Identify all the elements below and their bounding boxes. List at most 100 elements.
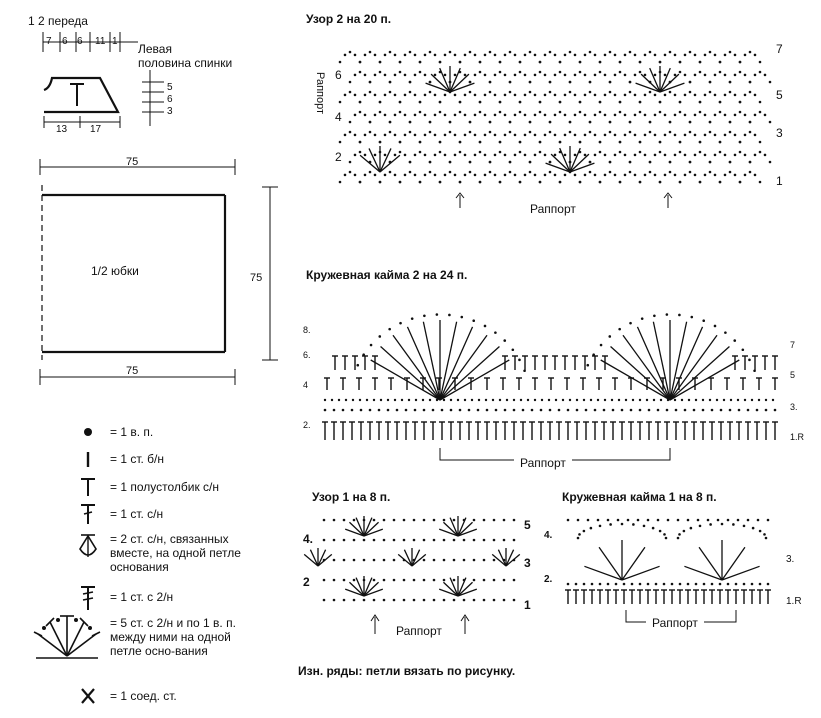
chain-stitch [648, 130, 652, 134]
chain-stitch [771, 398, 775, 402]
chain-stitch [513, 153, 517, 157]
p1-row-3: 3 [524, 556, 531, 570]
chain-stitch [382, 518, 386, 522]
chain-stitch [363, 173, 367, 177]
chain-stitch [573, 73, 577, 77]
chain-stitch [343, 53, 347, 57]
chain-stitch [603, 53, 607, 57]
l1-row-4: 4. [544, 530, 553, 541]
chain-stitch [342, 578, 346, 582]
chain-stitch [342, 598, 346, 602]
chain-stitch [492, 598, 496, 602]
chain-stitch [488, 120, 492, 124]
shell-fan [430, 73, 451, 93]
chain-stitch [478, 180, 482, 184]
shell-fan [303, 553, 319, 567]
chain-stitch [342, 558, 346, 562]
chain-stitch [513, 113, 517, 117]
chain-stitch [343, 93, 347, 97]
chain-stitch [408, 120, 412, 124]
chain-stitch [388, 170, 392, 174]
chain-stitch [523, 113, 527, 117]
chain-stitch [395, 408, 399, 412]
shell-fan [457, 581, 473, 597]
chain-stitch [698, 110, 702, 114]
chain-stitch [458, 140, 462, 144]
shell-fan [457, 521, 473, 537]
chain-stitch [473, 93, 477, 97]
shell-fan [550, 153, 571, 173]
chain-stitch [633, 173, 637, 177]
chain-stitch [720, 522, 724, 526]
chain-stitch [733, 133, 737, 137]
chain-stitch [458, 408, 462, 412]
chain-stitch [442, 598, 446, 602]
chain-stitch [383, 133, 387, 137]
chain-stitch [616, 518, 620, 522]
chain-stitch [743, 93, 747, 97]
chain-stitch [418, 140, 422, 144]
chain-stitch [449, 398, 453, 402]
chain-stitch [678, 110, 682, 114]
chain-stitch [633, 53, 637, 57]
chain-stitch [473, 53, 477, 57]
bodice-shape [43, 70, 164, 128]
front-label: 1 2 переда [28, 14, 88, 28]
chain-stitch [418, 150, 422, 154]
chain-stitch [682, 529, 686, 533]
chain-stitch [602, 408, 606, 412]
shell-fan [363, 528, 384, 537]
p2-row-7: 7 [776, 42, 783, 56]
chain-stitch [742, 524, 746, 528]
chain-stitch [598, 110, 602, 114]
chain-stitch [388, 120, 392, 124]
chain-stitch [631, 398, 635, 402]
chain-stitch [458, 100, 462, 104]
chain-stitch [392, 518, 396, 522]
chain-stitch [408, 50, 412, 54]
chain-stitch [533, 73, 537, 77]
chain-stitch [698, 180, 702, 184]
shell-fan [439, 67, 451, 93]
chain-stitch [673, 53, 677, 57]
chain-stitch [709, 523, 712, 526]
shell-fan [449, 82, 475, 93]
skirt-shape [39, 159, 278, 385]
chain-stitch [533, 173, 537, 177]
lace-fan [621, 546, 646, 581]
chain-stitch [723, 53, 727, 57]
chain-stitch [443, 133, 447, 137]
chain-stitch [448, 170, 452, 174]
shell-fan [363, 521, 379, 537]
chain-stitch [422, 578, 426, 582]
chain-stitch [422, 518, 426, 522]
chain-stitch [448, 160, 452, 164]
chain-stitch [413, 53, 417, 57]
shell-fan [363, 588, 384, 597]
chain-stitch [553, 53, 557, 57]
shell-fan [363, 517, 373, 537]
chain-stitch [618, 70, 622, 74]
chain-stitch [599, 343, 603, 347]
chain-stitch [483, 153, 487, 157]
chain-stitch [543, 113, 547, 117]
chain-stitch [378, 180, 382, 184]
chain-stitch [438, 100, 442, 104]
chain-stitch [369, 343, 373, 347]
chain-stitch [484, 398, 488, 402]
chain-stitch [393, 153, 397, 157]
chain-stitch [442, 398, 446, 402]
chain-stitch [728, 170, 732, 174]
chain-stitch [393, 93, 397, 97]
chain-stitch [608, 50, 612, 54]
chain-stitch [393, 53, 397, 57]
chain-stitch [738, 100, 742, 104]
chain-stitch [558, 60, 562, 64]
chain-stitch [614, 582, 618, 586]
chain-stitch [382, 538, 386, 542]
chain-stitch [647, 408, 651, 412]
chain-stitch [723, 153, 727, 157]
chain-stitch [548, 130, 552, 134]
chain-stitch [768, 120, 772, 124]
chain-stitch [686, 518, 690, 522]
